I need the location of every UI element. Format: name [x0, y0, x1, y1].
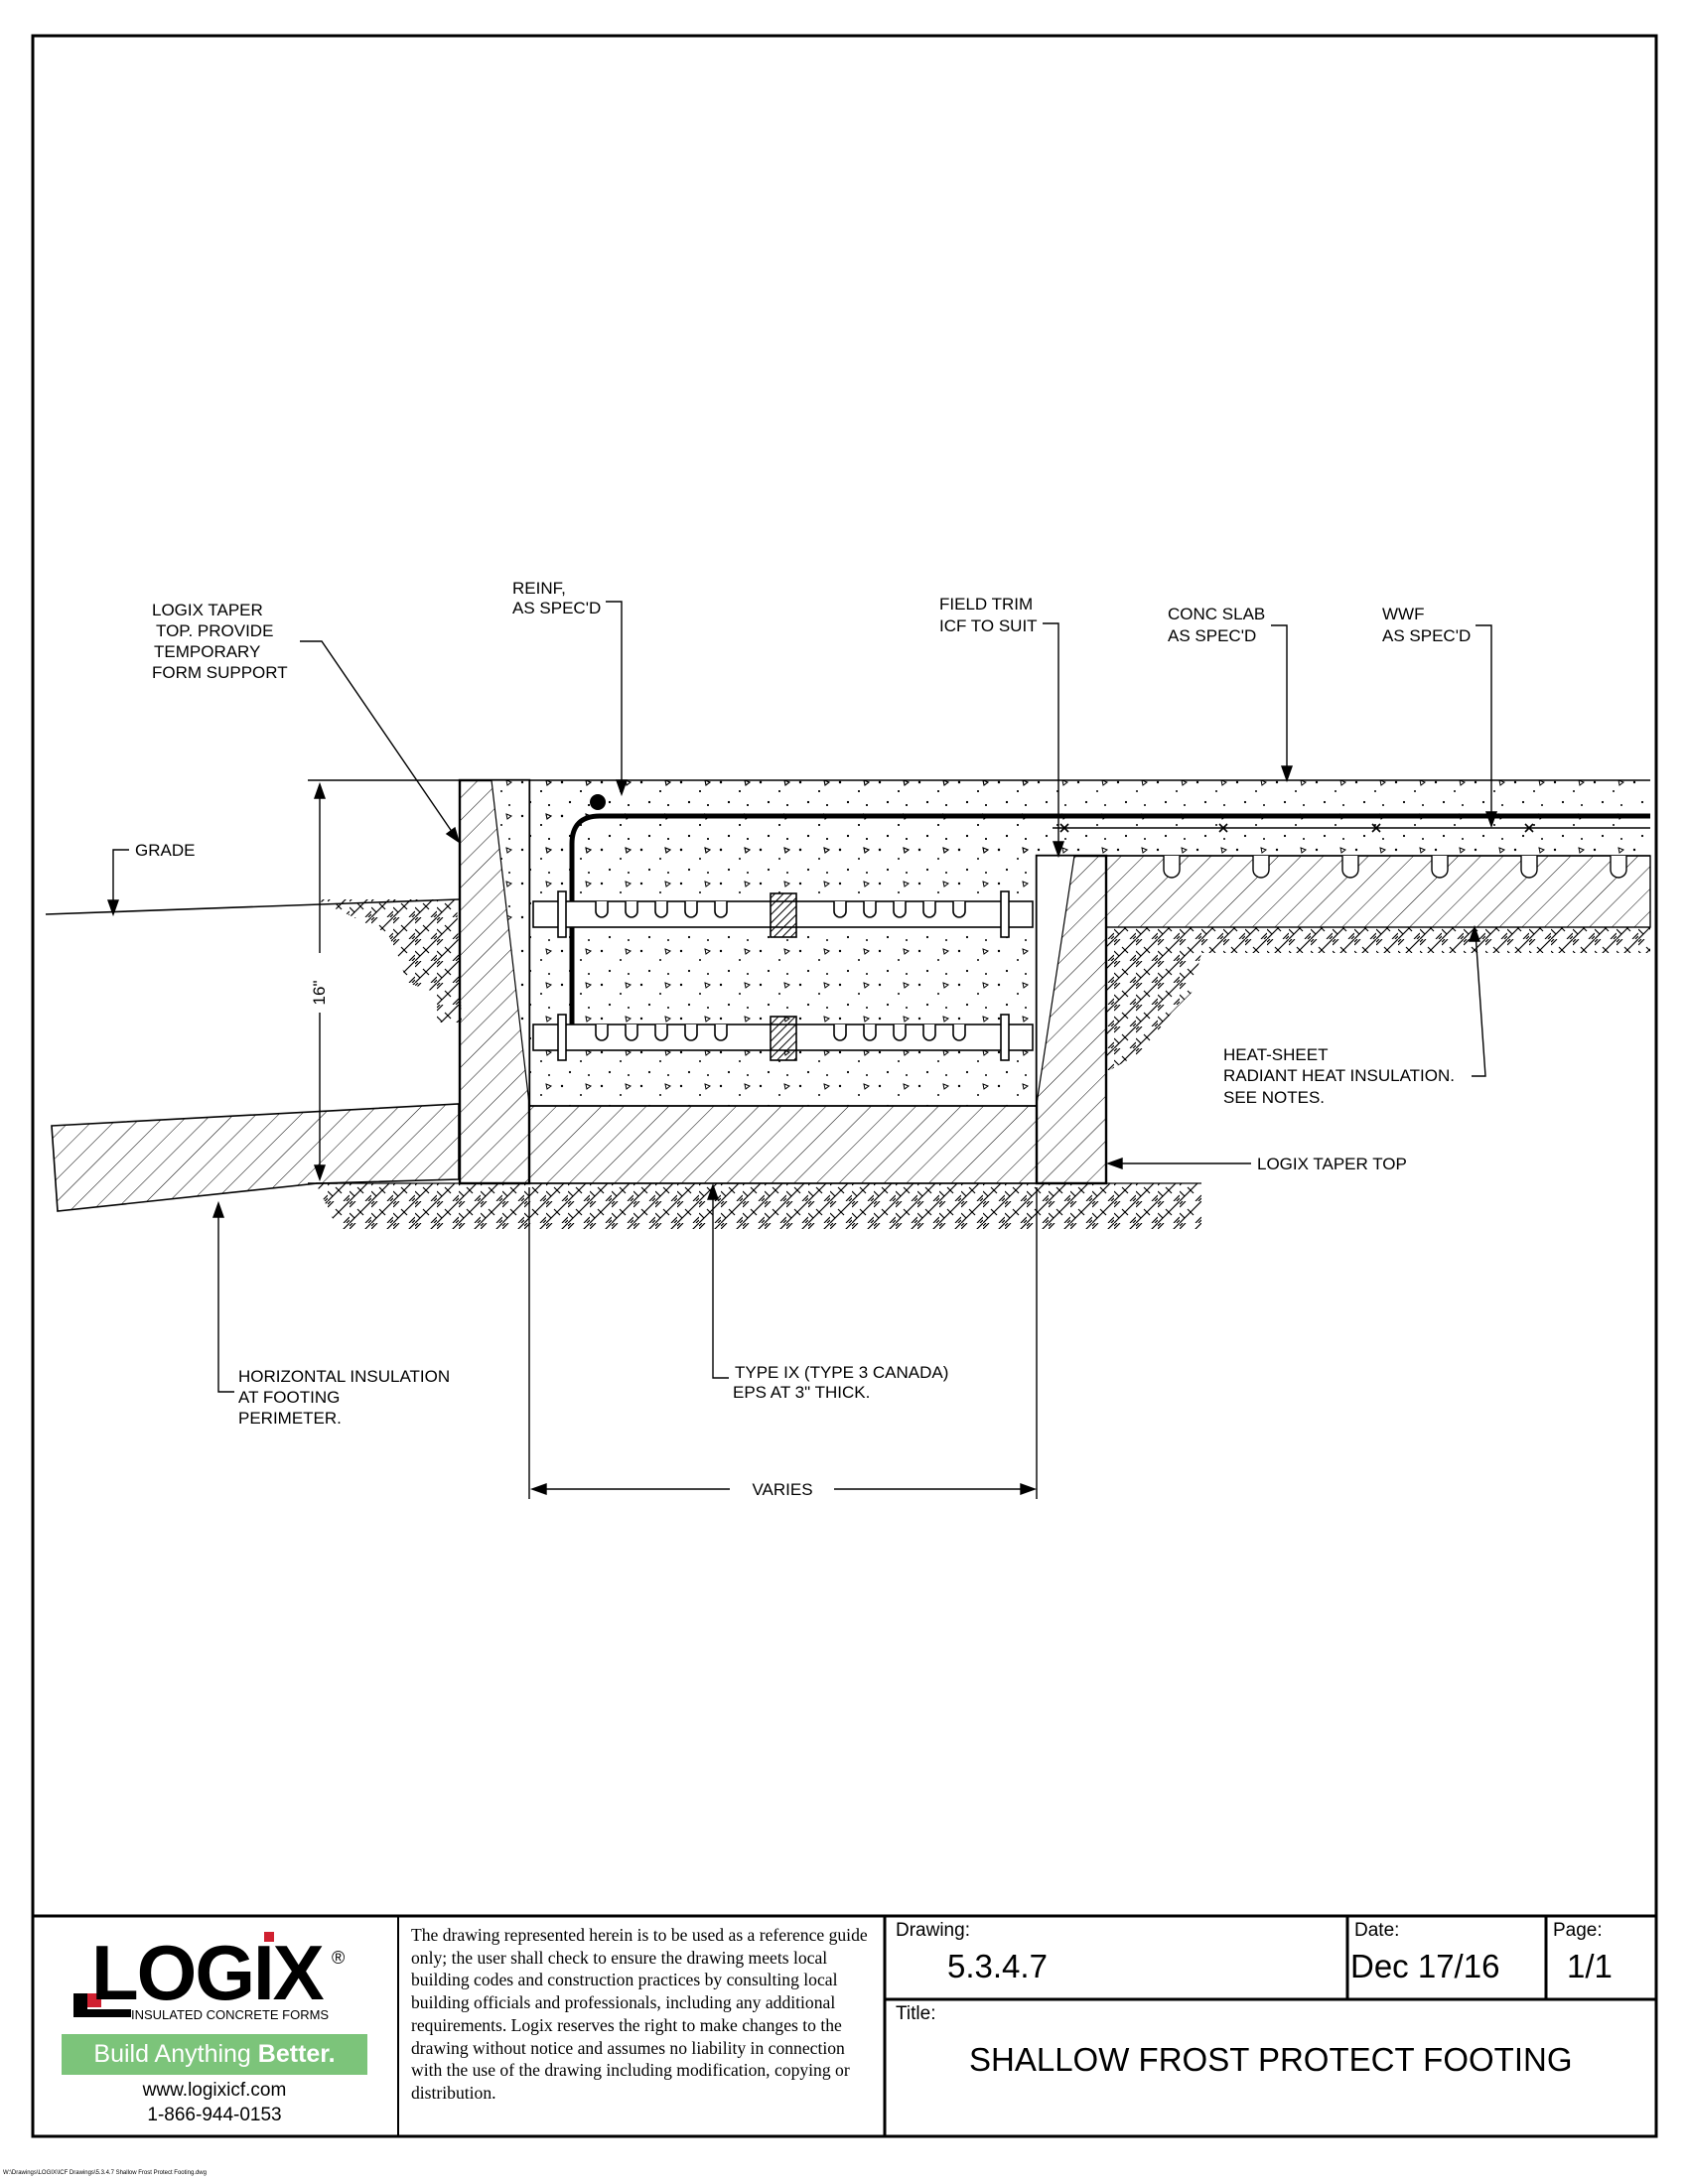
sheet-border — [31, 34, 1658, 2138]
wwf-crosses — [1059, 823, 1534, 833]
heat-sheet-insulation — [1105, 855, 1651, 928]
leaders — [107, 601, 1497, 1393]
svg-text:WWF: WWF — [1382, 605, 1424, 623]
label-heat-sheet: HEAT-SHEET RADIANT HEAT INSULATION. SEE … — [1223, 1045, 1455, 1107]
earth-left-upper — [316, 899, 462, 1023]
svg-text:TOP. PROVIDE: TOP. PROVIDE — [156, 621, 273, 640]
page-value: 1/1 — [1567, 1948, 1613, 1984]
label-reinf: REINF, AS SPEC'D — [512, 579, 601, 617]
disclaimer-text: The drawing represented herein is to be … — [411, 1925, 868, 2103]
label-logix-taper-top: LOGIX TAPER TOP — [1257, 1155, 1407, 1173]
earth-under-slab — [1106, 927, 1650, 1072]
earth-below-footing — [316, 1183, 1201, 1229]
label-taper-top-provide: LOGIX TAPER TOP. PROVIDE TEMPORARY FORM … — [152, 601, 288, 682]
svg-text:RADIANT HEAT INSULATION.: RADIANT HEAT INSULATION. — [1223, 1066, 1455, 1085]
label-field-trim: FIELD TRIM ICF TO SUIT — [939, 595, 1038, 635]
logo-registered-mark: ® — [332, 1948, 346, 1968]
svg-text:FIELD TRIM: FIELD TRIM — [939, 595, 1033, 614]
drawing-number: 5.3.4.7 — [947, 1948, 1048, 1984]
svg-text:CONC SLAB: CONC SLAB — [1168, 605, 1265, 623]
label-horizontal-insulation: HORIZONTAL INSULATION AT FOOTING PERIMET… — [238, 1367, 450, 1428]
dimension-varies — [528, 1187, 1038, 1499]
horizontal-insulation — [51, 1103, 460, 1212]
tagline-bold: Better. — [257, 2040, 336, 2068]
label-grade: GRADE — [135, 841, 195, 860]
svg-text:SEE NOTES.: SEE NOTES. — [1223, 1088, 1325, 1107]
title-value: SHALLOW FROST PROTECT FOOTING — [969, 2041, 1573, 2078]
phone-number: 1-866-944-0153 — [147, 2105, 282, 2125]
svg-text:PERIMETER.: PERIMETER. — [238, 1409, 342, 1428]
logo-subtitle: INSULATED CONCRETE FORMS — [131, 2007, 330, 2022]
logo-wordmark: LOGIX — [91, 1929, 325, 2016]
heat-sheet-bosses — [1163, 856, 1627, 879]
label-conc-slab: CONC SLAB AS SPEC'D — [1168, 605, 1265, 645]
varies-label: VARIES — [752, 1480, 812, 1499]
rebar-top — [590, 794, 606, 810]
title-label: Title: — [896, 2003, 936, 2024]
svg-text:AT FOOTING: AT FOOTING — [238, 1388, 340, 1407]
icf-tie-upper — [532, 890, 1034, 938]
website-link[interactable]: www.logixicf.com — [142, 2080, 287, 2101]
drawing-label: Drawing: — [896, 1920, 970, 1941]
rebar-hook — [569, 813, 1650, 1042]
eps-under-footing — [528, 1105, 1038, 1184]
svg-text:ICF TO SUIT: ICF TO SUIT — [939, 616, 1038, 635]
dimension-16in — [308, 779, 459, 1184]
svg-text:FORM SUPPORT: FORM SUPPORT — [152, 663, 288, 682]
date-value: Dec 17/16 — [1350, 1948, 1500, 1984]
svg-text:AS SPEC'D: AS SPEC'D — [1382, 626, 1471, 645]
page-label: Page: — [1553, 1920, 1603, 1941]
svg-text:AS SPEC'D: AS SPEC'D — [512, 599, 601, 617]
label-type-ix: TYPE IX (TYPE 3 CANADA) EPS AT 3" THICK. — [733, 1363, 948, 1402]
svg-text:LOGIX TAPER: LOGIX TAPER — [152, 601, 263, 619]
svg-text:EPS AT 3" THICK.: EPS AT 3" THICK. — [733, 1383, 870, 1402]
dimension-16-label: 16" — [310, 981, 329, 1006]
svg-text:TEMPORARY: TEMPORARY — [154, 642, 260, 661]
svg-text:AS SPEC'D: AS SPEC'D — [1168, 626, 1256, 645]
tagline-regular: Build Anything — [93, 2040, 258, 2068]
label-wwf: WWF AS SPEC'D — [1382, 605, 1471, 645]
file-path-footer: W:\Drawings\LOGIX\ICF Drawings\5.3.4.7 S… — [3, 2170, 207, 2176]
icf-tie-lower — [532, 1014, 1034, 1061]
date-label: Date: — [1354, 1920, 1400, 1941]
svg-text:HORIZONTAL INSULATION: HORIZONTAL INSULATION — [238, 1367, 450, 1386]
tagline-banner: Build Anything Better. — [62, 2034, 367, 2075]
svg-text:HEAT-SHEET: HEAT-SHEET — [1223, 1045, 1328, 1064]
svg-text:REINF,: REINF, — [512, 579, 566, 598]
svg-text:TYPE IX (TYPE 3 CANADA): TYPE IX (TYPE 3 CANADA) — [735, 1363, 948, 1382]
logo-mark — [73, 1932, 274, 2017]
